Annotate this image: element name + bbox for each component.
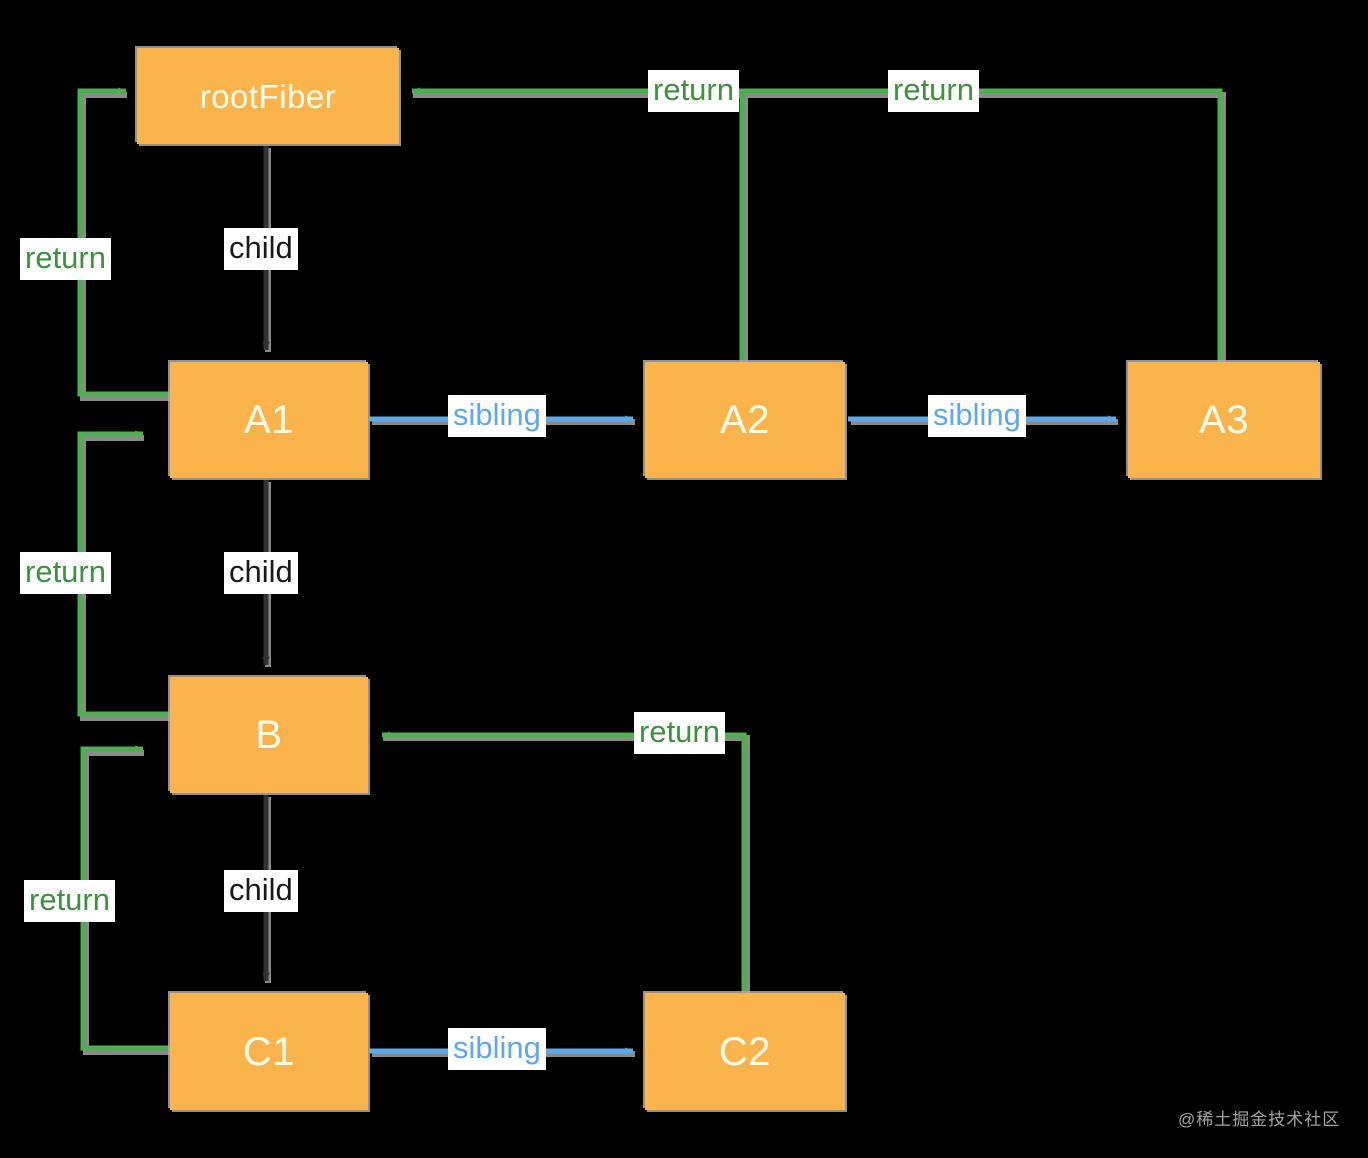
edge-label-sibling-a1-a2: sibling — [448, 395, 546, 437]
node-a3-label: A3 — [1199, 398, 1249, 442]
node-c2[interactable]: C2 — [645, 993, 845, 1110]
edge-label-child-root-a1: child — [224, 228, 298, 270]
edge-label-return-a2-root: return — [648, 70, 739, 112]
node-a1[interactable]: A1 — [170, 362, 368, 478]
node-rootfiber-label: rootFiber — [199, 77, 337, 115]
edge-return-c2-b — [381, 731, 747, 993]
node-b-label: B — [255, 713, 283, 757]
node-c2-label: C2 — [718, 1029, 772, 1074]
edge-label-return-c1-b: return — [24, 880, 115, 922]
node-a2-label: A2 — [720, 398, 770, 442]
edge-return-a3-root — [742, 88, 1223, 362]
node-rootfiber[interactable]: rootFiber — [137, 48, 399, 144]
node-a1-label: A1 — [244, 398, 294, 442]
edge-shadows — [80, 92, 1226, 1057]
edge-label-sibling-a2-a3: sibling — [928, 395, 1026, 437]
edge-label-return-a3-root: return — [888, 70, 979, 112]
edge-label-sibling-c1-c2: sibling — [448, 1028, 546, 1070]
node-a3[interactable]: A3 — [1128, 362, 1320, 478]
edge-label-return-c2-b: return — [634, 712, 725, 754]
edge-return-a2-root — [411, 87, 745, 362]
edge-label-child-b-c1: child — [224, 870, 298, 912]
edge-label-return-a1-root: return — [20, 238, 111, 280]
edge-label-return-b-a1: return — [20, 552, 111, 594]
edge-label-child-a1-b: child — [224, 552, 298, 594]
node-b[interactable]: B — [170, 677, 368, 793]
node-c1-label: C1 — [242, 1029, 296, 1074]
node-a2[interactable]: A2 — [645, 362, 845, 478]
node-c1[interactable]: C1 — [170, 993, 368, 1110]
watermark: @稀土掘金技术社区 — [1178, 1110, 1341, 1129]
